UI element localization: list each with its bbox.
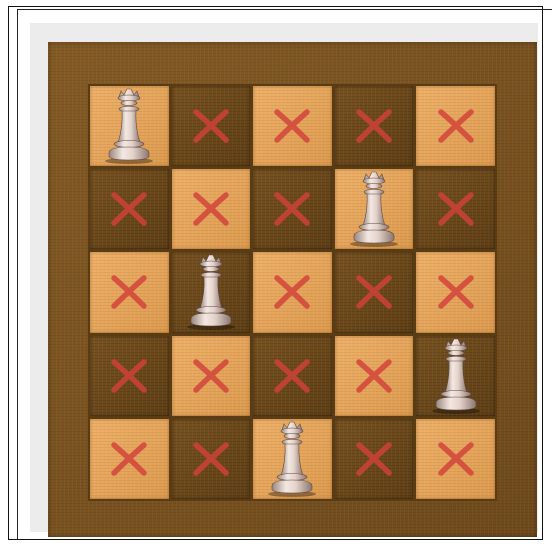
board-square-r5c1[interactable]: [90, 419, 169, 499]
board-square-r2c4[interactable]: [335, 169, 414, 249]
cross-mark-icon: [435, 105, 477, 147]
board-square-r4c2[interactable]: [172, 336, 251, 416]
cross-mark-icon: [108, 355, 150, 397]
queen-icon[interactable]: [183, 253, 239, 331]
cross-mark-icon: [190, 355, 232, 397]
queen-icon[interactable]: [346, 170, 402, 248]
cross-mark-icon: [108, 438, 150, 480]
board-square-r4c5[interactable]: [416, 336, 495, 416]
board-square-r1c5[interactable]: [416, 86, 495, 166]
board-square-r3c5[interactable]: [416, 252, 495, 332]
board-square-r3c2[interactable]: [172, 252, 251, 332]
board-square-r1c1[interactable]: [90, 86, 169, 166]
cross-mark-icon: [271, 105, 313, 147]
board-square-r2c3[interactable]: [253, 169, 332, 249]
cross-mark-icon: [435, 188, 477, 230]
cross-mark-icon: [271, 355, 313, 397]
board-square-r5c3[interactable]: [253, 419, 332, 499]
queen-icon[interactable]: [101, 87, 157, 165]
chess-board-grid: [88, 84, 497, 501]
cross-mark-icon: [353, 271, 395, 313]
board-square-r3c4[interactable]: [335, 252, 414, 332]
cross-mark-icon: [190, 438, 232, 480]
board-square-r3c3[interactable]: [253, 252, 332, 332]
cross-mark-icon: [271, 271, 313, 313]
board-square-r5c5[interactable]: [416, 419, 495, 499]
cross-mark-icon: [353, 438, 395, 480]
board-square-r1c3[interactable]: [253, 86, 332, 166]
cross-mark-icon: [353, 105, 395, 147]
cross-mark-icon: [353, 355, 395, 397]
board-square-r1c2[interactable]: [172, 86, 251, 166]
board-square-r5c4[interactable]: [335, 419, 414, 499]
board-square-r5c2[interactable]: [172, 419, 251, 499]
board-square-r4c1[interactable]: [90, 336, 169, 416]
board-square-r4c3[interactable]: [253, 336, 332, 416]
queen-icon[interactable]: [264, 420, 320, 498]
cross-mark-icon: [190, 188, 232, 230]
board-square-r2c1[interactable]: [90, 169, 169, 249]
board-square-r2c5[interactable]: [416, 169, 495, 249]
cross-mark-icon: [271, 188, 313, 230]
board-square-r3c1[interactable]: [90, 252, 169, 332]
cross-mark-icon: [108, 188, 150, 230]
board-square-r1c4[interactable]: [335, 86, 414, 166]
cross-mark-icon: [190, 105, 232, 147]
cross-mark-icon: [435, 438, 477, 480]
board-square-r2c2[interactable]: [172, 169, 251, 249]
queen-icon[interactable]: [428, 337, 484, 415]
board-square-r4c4[interactable]: [335, 336, 414, 416]
cross-mark-icon: [108, 271, 150, 313]
cross-mark-icon: [435, 271, 477, 313]
